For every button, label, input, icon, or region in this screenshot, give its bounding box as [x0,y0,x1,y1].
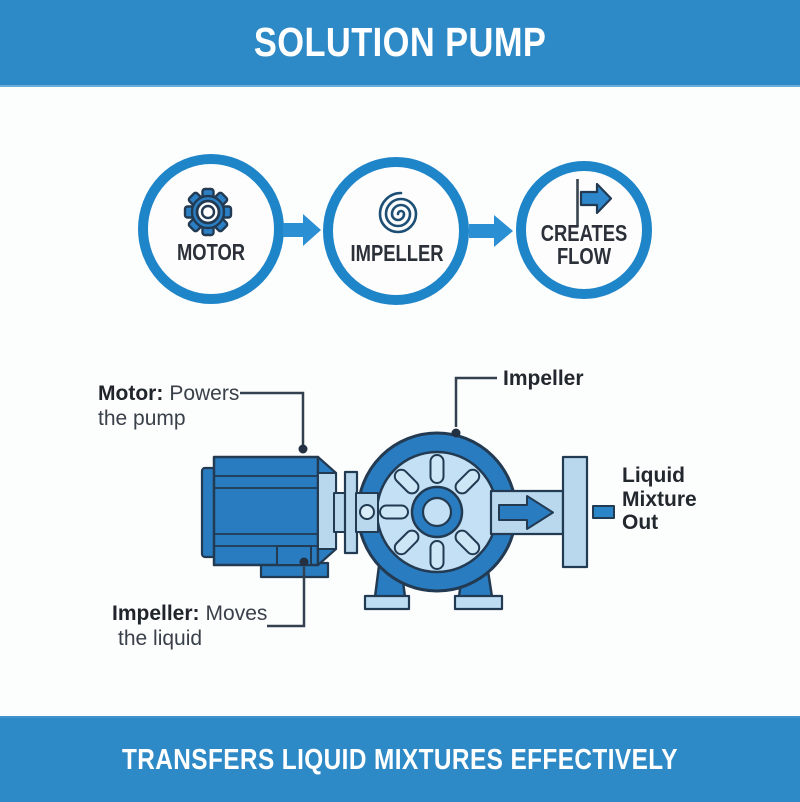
flow-step-impeller: IMPELLER [323,157,469,305]
creates-flow-circle [516,161,652,299]
flow-step-motor: MOTOR [138,154,284,304]
motor-step-label: MOTOR [177,240,245,265]
output-label-line2: Mixture [622,488,697,511]
impeller-callout-line2: the liquid [118,627,202,650]
spiral-icon [378,191,418,234]
footer-banner: TRANSFERS LIQUID MIXTURES EFFECTIVELY [0,716,800,802]
output-label-line1: Liquid [622,464,685,487]
motor-body [200,455,338,579]
leader-lines [240,376,497,628]
page-title: SOLUTION PUMP [253,19,547,65]
impeller-hub-center [421,496,453,528]
leader-dots [298,428,461,567]
pump-shaft [333,492,346,533]
step-arrow-1-icon [283,214,321,246]
step-arrow-2-icon [469,215,513,247]
impeller-step-label: IMPELLER [351,241,444,266]
motor-callout-line2: the pump [98,407,186,430]
creates-flow-label-line2: FLOW [557,244,611,269]
pump-foot-pad-right [453,594,504,611]
output-label-line3: Out [622,511,658,534]
gear-icon [183,187,233,237]
impeller-pointer-label: Impeller [503,367,584,390]
outlet-stub [592,505,615,519]
flow-arrow-icon [576,179,613,227]
pump-foot-pad-left [363,594,411,611]
pump-illustration [200,431,615,611]
flow-step-creates-flow: CREATES FLOW [516,161,652,299]
creates-flow-label-line1: CREATES [541,221,628,246]
motor-callout-line1: Motor:Powers [98,382,239,405]
footer-tagline: TRANSFERS LIQUID MIXTURES EFFECTIVELY [121,743,679,776]
flange-bolt-hole [359,504,375,520]
outlet-flange [561,455,589,569]
header-banner: SOLUTION PUMP [0,0,800,87]
impeller-callout-line1: Impeller:Moves [112,602,267,625]
impeller-blades [379,454,481,570]
flow-direction-arrow-icon [498,495,554,530]
